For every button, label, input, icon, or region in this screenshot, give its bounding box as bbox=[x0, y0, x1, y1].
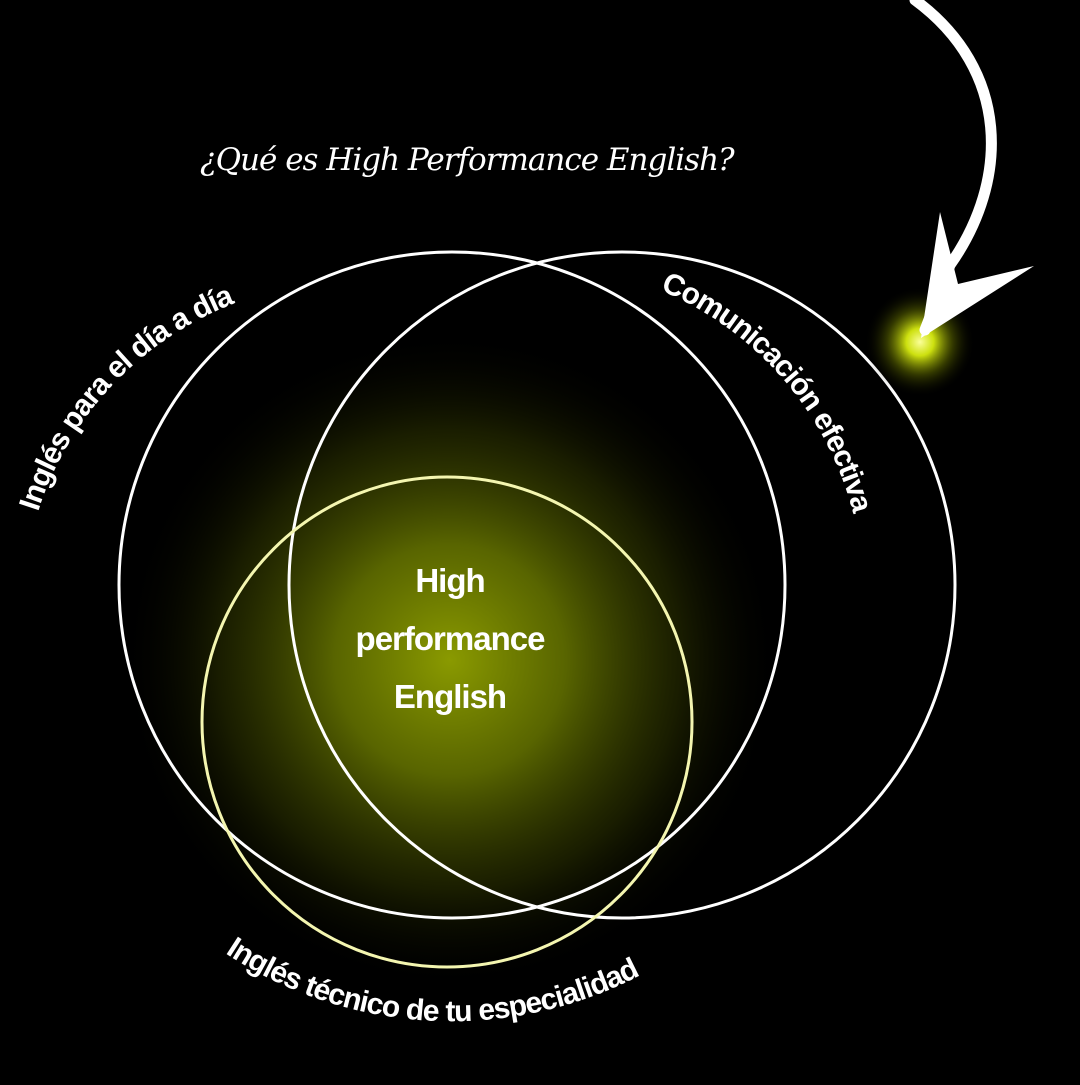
center-label: High performance English bbox=[300, 552, 600, 726]
center-label-line-2: performance bbox=[355, 620, 546, 657]
curved-arrow-icon bbox=[909, 0, 1034, 338]
circle-dia-a-dia bbox=[117, 250, 787, 920]
center-glow bbox=[120, 330, 780, 990]
circle-comunicacion bbox=[287, 250, 957, 920]
center-label-line-1: High bbox=[415, 562, 485, 599]
page-title: ¿Qué es High Performance English? bbox=[200, 142, 735, 178]
center-label-line-3: English bbox=[393, 678, 507, 715]
circle-tecnico bbox=[200, 475, 694, 969]
